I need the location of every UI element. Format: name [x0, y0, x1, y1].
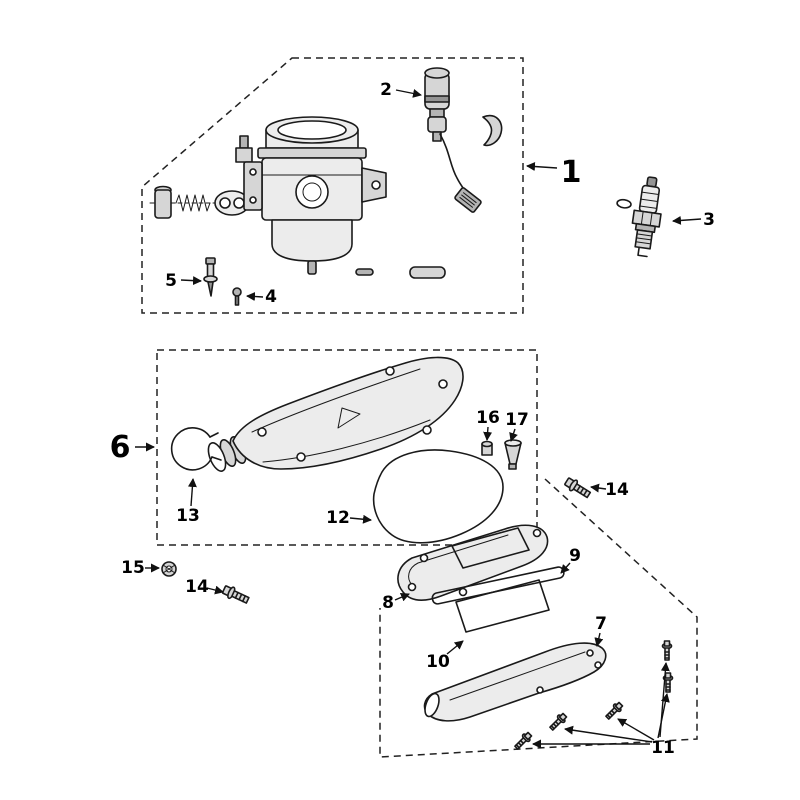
cable-hook-drawing: [482, 115, 503, 147]
nut-drawing: [161, 561, 177, 577]
callout-2-label: 2: [380, 80, 392, 100]
callout-6-label: 6: [110, 430, 131, 465]
filter-element-drawing: [455, 579, 550, 633]
nozzle-drawing: [504, 439, 522, 470]
auto-choke-drawing: [424, 67, 482, 213]
callout-4-label: 4: [265, 287, 277, 307]
filter-housing-drawing: [397, 524, 549, 601]
callout-13-label: 13: [176, 506, 200, 526]
callout-3-label: 3: [703, 210, 715, 230]
callout-12-label: 12: [326, 508, 350, 528]
spark-plug-drawing: [616, 176, 662, 258]
region-boundaries: [141, 57, 698, 758]
region-carburetor-boundary: [141, 57, 524, 314]
screw-drawing: [232, 287, 242, 306]
callout-7-label: 7: [595, 614, 607, 634]
callout-10-label: 10: [426, 652, 450, 672]
callout-9-label: 9: [569, 546, 581, 566]
flange-bolt-left-drawing: [220, 583, 251, 607]
callout-14-left-label: 14: [185, 577, 209, 597]
callout-5-label: 5: [165, 271, 177, 291]
spacer-drawing: [481, 440, 493, 456]
callout-11-label: 11: [651, 738, 675, 758]
callout-16-label: 16: [476, 408, 500, 428]
region-airbox-boundary: [156, 349, 538, 546]
carburetor-drawing: [149, 116, 446, 279]
callout-8-label: 8: [382, 593, 394, 613]
gasket-drawing: [372, 449, 504, 544]
jet-drawing: [203, 257, 218, 297]
intake-duct-drawing: [423, 642, 607, 722]
hose-clamp-drawing: [170, 427, 222, 471]
callout-14-right-label: 14: [605, 480, 629, 500]
flange-bolt-right-drawing: [562, 475, 593, 501]
callout-1-label: 1: [561, 155, 582, 190]
callout-15-label: 15: [121, 558, 145, 578]
callout-leader-lines: [135, 89, 702, 749]
callout-17-label: 17: [505, 410, 529, 430]
region-filter-boundary: [379, 478, 698, 758]
air-filter-box-drawing: [207, 356, 464, 472]
